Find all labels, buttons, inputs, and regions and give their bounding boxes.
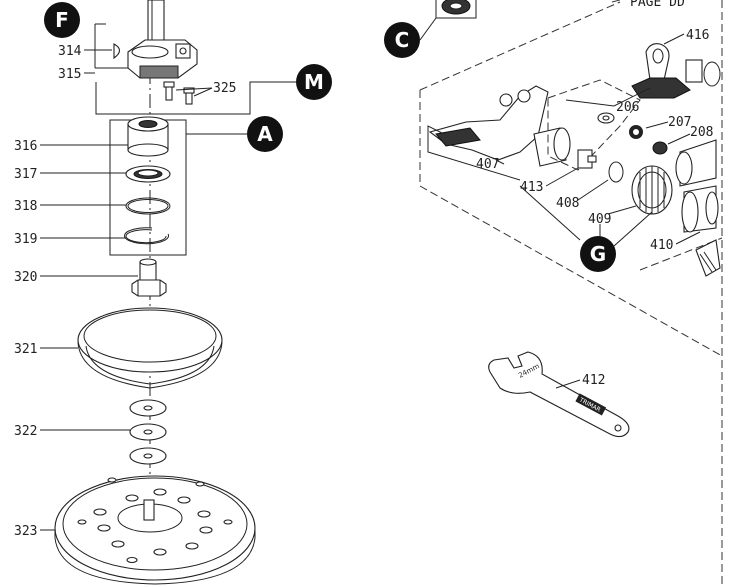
part-label-412: 412 xyxy=(582,373,605,388)
callout-g: G xyxy=(580,236,616,272)
part-label-206: 206 xyxy=(616,100,639,115)
shaft-nut-320 xyxy=(131,258,167,297)
part-label-321: 321 xyxy=(14,342,37,357)
right-cylinder xyxy=(675,139,717,187)
bearing-316 xyxy=(127,116,169,157)
callout-a-label: A xyxy=(257,122,273,146)
part-label-208: 208 xyxy=(690,125,713,140)
dust-skirt-321 xyxy=(77,307,223,389)
callout-a: A xyxy=(247,116,283,152)
part-label-318: 318 xyxy=(14,199,37,214)
part-208 xyxy=(652,141,668,155)
c-part-icon xyxy=(441,0,471,15)
part-408-oring xyxy=(608,161,624,183)
part-label-413: 413 xyxy=(520,180,543,195)
washers-322 xyxy=(129,399,167,465)
header-fragment: PAGE DD xyxy=(630,0,685,10)
callout-f-label: F xyxy=(55,8,69,32)
part-label-319: 319 xyxy=(14,232,37,247)
callout-f: F xyxy=(44,2,80,38)
washer-317 xyxy=(125,165,171,183)
screws-325 xyxy=(163,81,195,105)
part-label-322: 322 xyxy=(14,424,37,439)
part-207-gear xyxy=(629,125,643,139)
part-409-gear-ring xyxy=(631,165,673,215)
part-206 xyxy=(597,112,615,124)
callout-m: M xyxy=(296,64,332,100)
part-label-407: 407 xyxy=(476,157,499,172)
part-label-315: 315 xyxy=(58,67,81,82)
part-410-cylinder xyxy=(681,185,719,233)
backing-pad-323 xyxy=(54,475,256,585)
callout-c: C xyxy=(384,22,420,58)
part-label-409: 409 xyxy=(588,212,611,227)
part-412-wrench: 24mm TRIMAR xyxy=(488,351,630,438)
part-label-323: 323 xyxy=(14,524,37,539)
part-label-207: 207 xyxy=(668,115,691,130)
snap-ring-319 xyxy=(124,227,170,245)
bottom-right-fragment xyxy=(695,239,721,277)
part-label-314: 314 xyxy=(58,44,82,59)
callout-c-label: C xyxy=(395,28,410,52)
callout-g-label: G xyxy=(590,242,606,266)
part-314-shape xyxy=(113,43,121,60)
part-label-416: 416 xyxy=(686,28,709,43)
part-label-316: 316 xyxy=(14,139,37,154)
ring-318 xyxy=(125,197,171,215)
callout-m-label: M xyxy=(304,70,324,94)
dashed-panel-outline xyxy=(419,90,723,357)
part-407-housing xyxy=(428,85,571,167)
part-416-handle xyxy=(631,43,721,99)
part-413-fitting xyxy=(577,149,597,169)
part-label-325: 325 xyxy=(213,81,236,96)
part-label-410: 410 xyxy=(650,238,673,253)
part-label-408: 408 xyxy=(556,196,579,211)
part-label-317: 317 xyxy=(14,167,37,182)
part-label-320: 320 xyxy=(14,270,37,285)
spindle-assembly xyxy=(127,0,198,79)
